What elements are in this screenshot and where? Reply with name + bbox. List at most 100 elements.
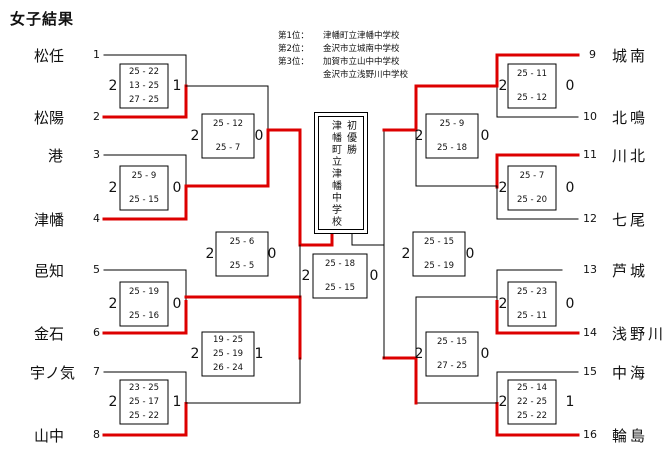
- champion-school: 津幡町立津幡中学校: [332, 121, 342, 228]
- team-name-right: 北鳴: [612, 109, 649, 127]
- score-box-r1m2: [119, 165, 169, 211]
- sets-won-right: 1: [254, 346, 264, 362]
- team-seed-left: 2: [93, 110, 100, 123]
- set-score: 26 - 24: [212, 363, 244, 373]
- champion-box: 初優勝 津幡町立津幡中学校: [314, 112, 368, 234]
- sets-won-left: 2: [205, 246, 215, 262]
- team-seed-left: 4: [93, 212, 100, 225]
- set-score: 27 - 25: [128, 95, 160, 105]
- set-score: 25 - 20: [516, 195, 548, 205]
- score-box-r1m5: [507, 63, 557, 109]
- set-score: 25 - 15: [324, 283, 356, 293]
- set-score: 22 - 25: [516, 397, 548, 407]
- team-name-right: 輪島: [612, 427, 649, 445]
- set-score: 13 - 25: [128, 81, 160, 91]
- sets-won-left: 2: [401, 246, 411, 262]
- team-seed-left: 8: [93, 428, 100, 441]
- team-seed-left: 3: [93, 148, 100, 161]
- set-score: 25 - 22: [128, 67, 160, 77]
- team-name-left: 港: [48, 147, 64, 165]
- team-seed-right: 9: [589, 48, 596, 61]
- sets-won-left: 2: [414, 346, 424, 362]
- team-name-left: 邑知: [34, 262, 65, 280]
- sets-won-left: 2: [108, 296, 118, 312]
- sets-won-right: 0: [267, 246, 277, 262]
- score-box-r1m1: [119, 63, 169, 109]
- set-score: 25 - 19: [128, 287, 160, 297]
- sets-won-left: 2: [190, 128, 200, 144]
- team-seed-left: 6: [93, 326, 100, 339]
- sets-won-left: 2: [498, 394, 508, 410]
- set-score: 25 - 12: [212, 119, 244, 129]
- team-seed-left: 7: [93, 365, 100, 378]
- score-box-qf1: [201, 113, 255, 159]
- page-title: 女子結果: [10, 10, 75, 28]
- set-score: 25 - 5: [229, 261, 255, 271]
- rank-1-school: 津幡町立津幡中学校: [323, 31, 400, 41]
- team-name-left: 松任: [34, 47, 65, 65]
- sets-won-left: 2: [414, 128, 424, 144]
- sets-won-left: 2: [498, 296, 508, 312]
- sets-won-right: 0: [172, 296, 182, 312]
- team-name-left: 宇ノ気: [30, 364, 76, 382]
- set-score: 25 - 6: [229, 237, 255, 247]
- set-score: 25 - 11: [516, 69, 548, 79]
- sets-won-left: 2: [108, 180, 118, 196]
- set-score: 25 - 15: [436, 337, 468, 347]
- sets-won-right: 0: [369, 268, 379, 284]
- set-score: 25 - 16: [128, 311, 160, 321]
- score-box-sf1: [215, 231, 269, 277]
- set-score: 25 - 15: [128, 195, 160, 205]
- team-seed-right: 10: [583, 110, 597, 123]
- sets-won-left: 2: [108, 394, 118, 410]
- team-name-left: 松陽: [34, 109, 65, 127]
- team-name-right: 川北: [612, 147, 649, 165]
- team-seed-right: 14: [583, 326, 597, 339]
- sets-won-left: 2: [108, 78, 118, 94]
- team-name-left: 山中: [34, 427, 65, 445]
- team-name-left: 金石: [34, 325, 65, 343]
- set-score: 25 - 18: [436, 143, 468, 153]
- score-box-qf3: [425, 113, 479, 159]
- sets-won-left: 2: [301, 268, 311, 284]
- sets-won-right: 0: [565, 180, 575, 196]
- team-seed-left: 1: [93, 48, 100, 61]
- score-box-r1m8: [507, 379, 557, 425]
- set-score: 25 - 7: [215, 143, 241, 153]
- set-score: 25 - 15: [423, 237, 455, 247]
- score-box-qf4: [425, 331, 479, 377]
- team-name-right: 中海: [612, 364, 649, 382]
- rank-2-school: 金沢市立城南中学校: [323, 44, 400, 54]
- team-name-right: 城南: [612, 47, 649, 65]
- set-score: 25 - 11: [516, 311, 548, 321]
- score-box-qf2: [201, 331, 255, 377]
- score-box-sf2: [412, 231, 466, 277]
- set-score: 23 - 25: [128, 383, 160, 393]
- set-score: 25 - 17: [128, 397, 160, 407]
- set-score: 25 - 18: [324, 259, 356, 269]
- set-score: 25 - 12: [516, 93, 548, 103]
- set-score: 25 - 23: [516, 287, 548, 297]
- team-seed-right: 16: [583, 428, 597, 441]
- sets-won-right: 0: [172, 180, 182, 196]
- team-seed-left: 5: [93, 263, 100, 276]
- set-score: 25 - 22: [128, 411, 160, 421]
- sets-won-left: 2: [498, 78, 508, 94]
- set-score: 19 - 25: [212, 335, 244, 345]
- set-score: 25 - 19: [212, 349, 244, 359]
- team-name-right: 芦城: [612, 262, 649, 280]
- set-score: 25 - 14: [516, 383, 548, 393]
- set-score: 25 - 22: [516, 411, 548, 421]
- set-score: 25 - 7: [519, 171, 545, 181]
- rank-3-school: 加賀市立山中中学校: [323, 57, 400, 67]
- sets-won-left: 2: [498, 180, 508, 196]
- set-score: 27 - 25: [436, 361, 468, 371]
- sets-won-right: 1: [172, 394, 182, 410]
- team-name-left: 津幡: [34, 211, 65, 229]
- rank-3b-school: 金沢市立浅野川中学校: [323, 70, 409, 80]
- sets-won-right: 0: [254, 128, 264, 144]
- sets-won-right: 0: [565, 78, 575, 94]
- score-box-r1m6: [507, 165, 557, 211]
